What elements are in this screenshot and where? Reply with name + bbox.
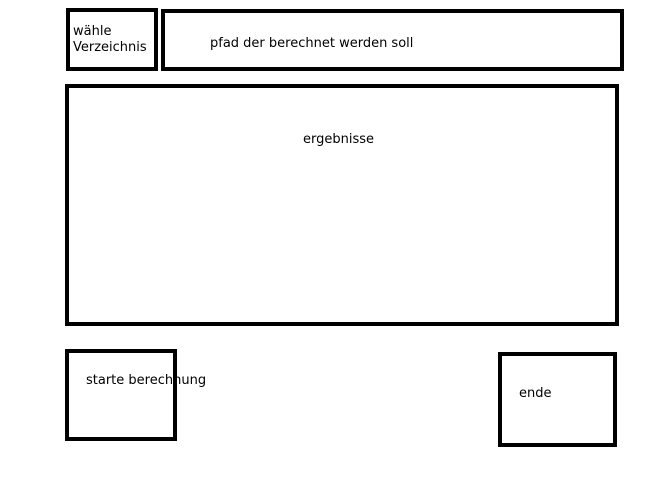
results-label: ergebnisse — [303, 132, 375, 147]
path-input[interactable] — [161, 9, 624, 71]
end-label: ende — [519, 386, 552, 401]
end-button[interactable] — [498, 352, 617, 447]
start-calculation-button[interactable] — [65, 349, 177, 441]
choose-directory-label: wähle Verzeichnis — [73, 24, 147, 55]
choose-directory-button[interactable] — [66, 8, 158, 71]
start-calculation-label: starte berechnung — [86, 373, 207, 388]
path-input-placeholder: pfad der berechnet werden soll — [210, 36, 414, 51]
results-area — [65, 84, 619, 326]
